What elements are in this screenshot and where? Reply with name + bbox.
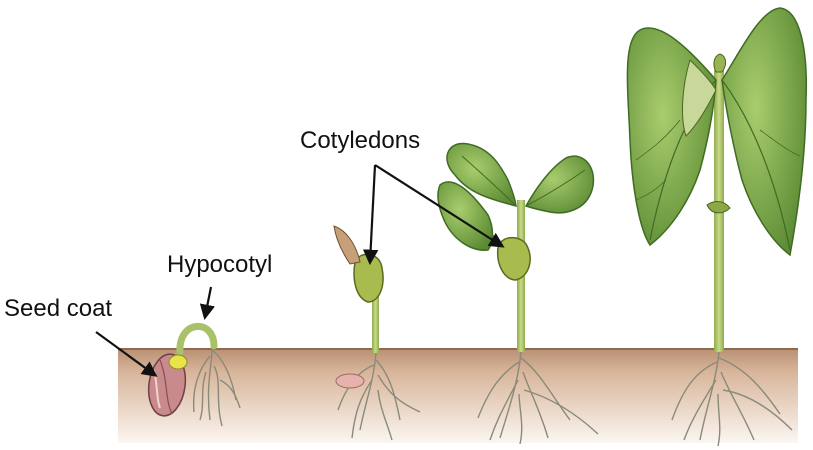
label-hypocotyl: Hypocotyl xyxy=(167,251,272,317)
seed-coat-label: Seed coat xyxy=(4,295,112,322)
stage-4-leaf-left xyxy=(627,28,716,245)
stage-4-leaf-right xyxy=(722,8,806,255)
stage-4-bud xyxy=(714,54,726,72)
stage-3-leaf-right xyxy=(526,156,593,213)
soil xyxy=(118,348,798,443)
stage-3-cotyledon xyxy=(498,238,530,280)
cotyledons-label: Cotyledons xyxy=(300,127,420,154)
hypocotyl-label: Hypocotyl xyxy=(167,251,272,278)
cotyledons-arrow-1 xyxy=(370,165,375,262)
hypocotyl-arrow xyxy=(205,287,211,317)
discarded-seed-coat xyxy=(336,374,364,388)
